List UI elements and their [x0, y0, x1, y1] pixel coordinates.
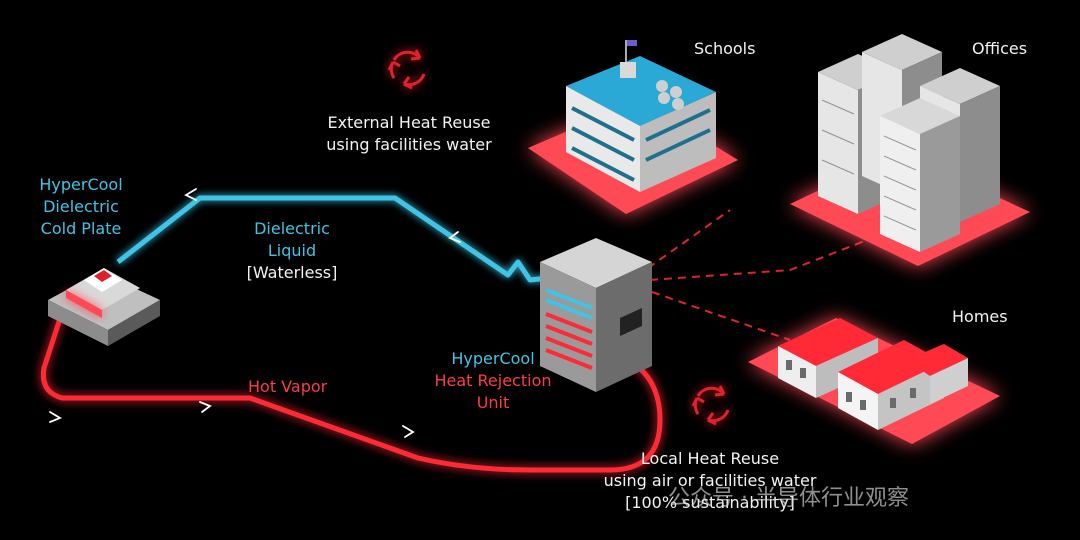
houses — [778, 318, 968, 430]
heat-rejection-unit — [540, 238, 652, 392]
heat-rejection-unit-label: HyperCool Heat Rejection Unit — [434, 349, 552, 412]
office-towers — [818, 34, 1000, 252]
offices-label: Offices — [972, 39, 1028, 58]
watermark: 公众号 · 半导体行业观察 — [668, 486, 909, 511]
flow-arrow-icon — [199, 401, 212, 413]
cold-plate — [48, 268, 160, 346]
heat-links — [647, 209, 881, 341]
dielectric-liquid-pipe — [116, 195, 549, 283]
flow-arrow-icon — [184, 188, 197, 201]
school-building — [566, 40, 716, 192]
link-to-homes — [651, 291, 791, 341]
recycle-icon — [387, 49, 426, 90]
dielectric-liquid-label: Dielectric Liquid [Waterless] — [246, 219, 338, 282]
flow-arrow-icon — [448, 231, 461, 243]
external-heat-reuse-label: External Heat Reuse using facilities wat… — [326, 113, 492, 154]
hot-vapor-pipe — [40, 299, 663, 473]
local-heat-reuse-label: Local Heat Reuse using air or facilities… — [603, 449, 817, 512]
schools-label: Schools — [694, 39, 756, 58]
link-to-schools — [647, 209, 731, 269]
homes-label: Homes — [952, 307, 1008, 326]
hot-vapor-label: Hot Vapor — [248, 377, 328, 396]
flow-arrow-icon — [49, 411, 63, 423]
recycle-icon — [691, 385, 730, 426]
flow-arrow-icon — [402, 425, 415, 438]
cold-plate-label: HyperCool Dielectric Cold Plate — [39, 175, 123, 238]
link-to-offices — [649, 234, 881, 281]
